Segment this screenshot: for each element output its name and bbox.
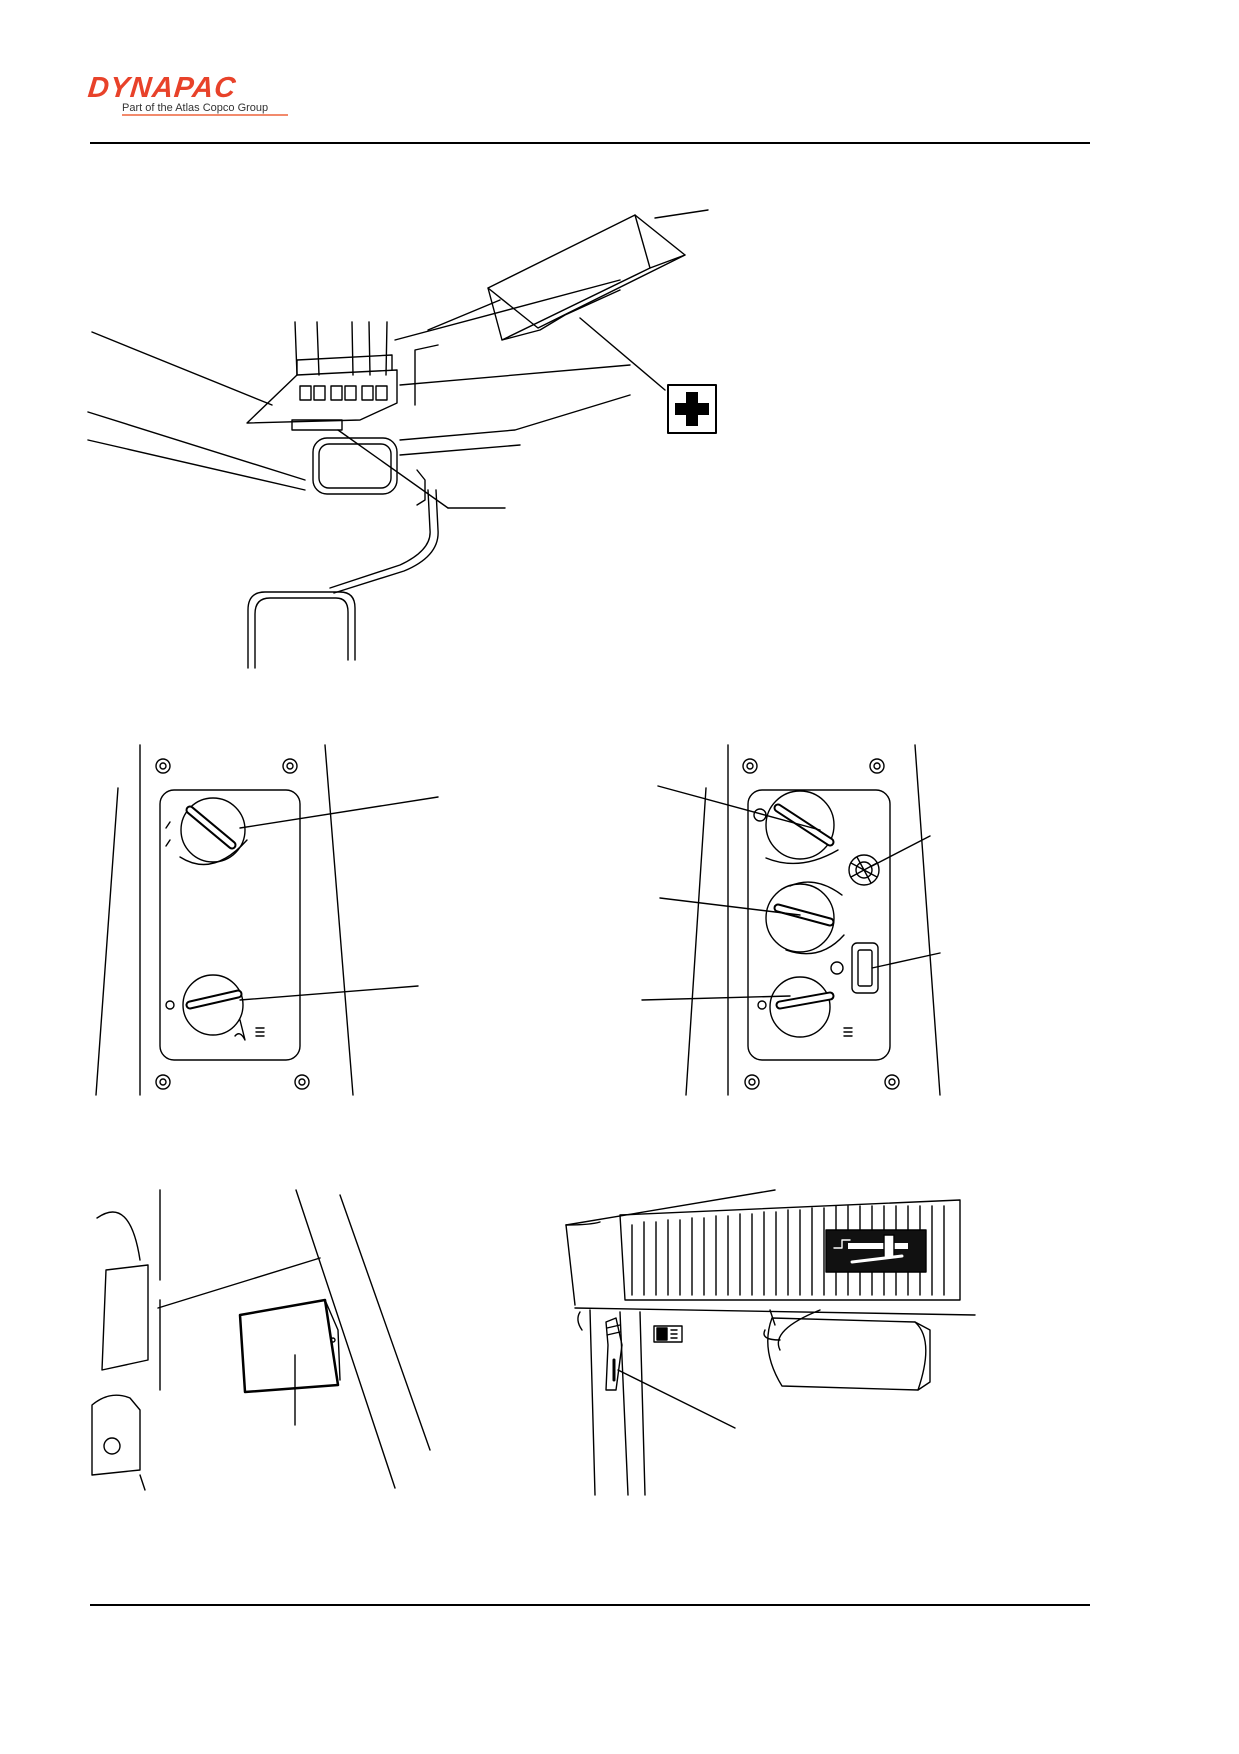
document-holder-icon bbox=[240, 1300, 340, 1425]
header-rule bbox=[90, 142, 1090, 144]
dynapac-logo: DYNAPAC Part of the Atlas Copco Group bbox=[86, 72, 298, 118]
figure-heater-panel bbox=[90, 740, 430, 1100]
interior-lamp-icon bbox=[313, 430, 505, 593]
figure-roof-vent bbox=[560, 1185, 980, 1505]
brand-tagline: Part of the Atlas Copco Group bbox=[122, 102, 269, 114]
first-aid-cross-icon bbox=[668, 385, 716, 433]
vent-lever-icon bbox=[606, 1318, 735, 1428]
fuse-switch-panel-icon bbox=[247, 322, 397, 430]
temperature-knob-icon bbox=[658, 786, 838, 863]
figure-document-pocket bbox=[90, 1185, 430, 1505]
vent-slider-icon bbox=[826, 1230, 926, 1272]
fan-knob-icon bbox=[642, 977, 852, 1037]
logo-swoosh bbox=[122, 114, 288, 116]
fan-knob-icon bbox=[166, 975, 418, 1040]
figure-heater-ac-panel bbox=[630, 740, 950, 1100]
brand-name: DYNAPAC bbox=[86, 72, 238, 104]
ac-vent-icon bbox=[849, 836, 930, 885]
footer-rule bbox=[90, 1604, 1090, 1606]
figure-cab-ceiling bbox=[80, 205, 800, 675]
interior-lamp-icon bbox=[768, 1318, 930, 1390]
ac-switch-icon bbox=[831, 943, 940, 993]
first-aid-kit-icon bbox=[488, 210, 708, 390]
air-distribution-knob-icon bbox=[660, 882, 844, 954]
vent-label-icon bbox=[654, 1326, 682, 1342]
temperature-knob-icon bbox=[166, 797, 438, 864]
